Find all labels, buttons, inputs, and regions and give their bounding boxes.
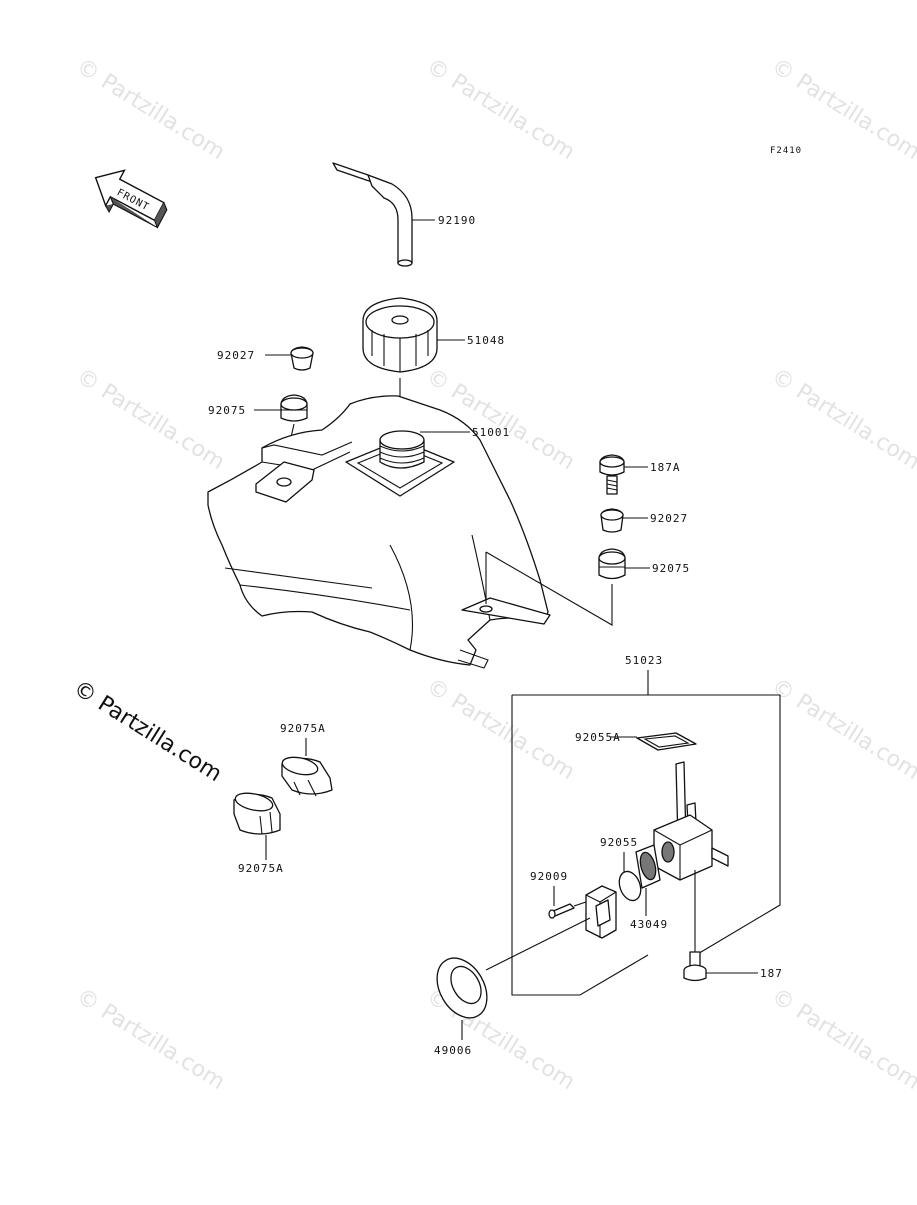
label-92075A-bottom: 92075A (238, 862, 284, 875)
breather-hose: 92190 (332, 162, 476, 267)
fuel-cap: 51048 (362, 297, 505, 432)
watermark: © Partzilla.com (767, 674, 917, 785)
watermark: © Partzilla.com (422, 54, 579, 165)
label-92027-right: 92027 (650, 512, 688, 525)
watermark-dark: © Partzilla.com (69, 676, 226, 787)
label-49006: 49006 (434, 1044, 472, 1057)
damper-92075A-bottom: 92075A (233, 792, 284, 875)
watermark: © Partzilla.com (72, 364, 229, 475)
label-92075-left: 92075 (208, 404, 246, 417)
label-92055: 92055 (600, 836, 638, 849)
label-92075-right: 92075 (652, 562, 690, 575)
label-92009: 92009 (530, 870, 568, 883)
label-92190: 92190 (438, 214, 476, 227)
o-ring-92055: 92055 (600, 836, 642, 902)
figure-code: F2410 (770, 146, 802, 156)
gasket-92055A: 92055A (575, 731, 697, 751)
filter-43049: 43049 (630, 844, 668, 931)
label-51023: 51023 (625, 654, 663, 667)
bolt-187A: 187A (599, 454, 681, 495)
fuel-cock-valve (653, 761, 729, 881)
collar-left: 92027 (217, 346, 314, 371)
bolt-187: 187 (683, 870, 783, 982)
fuel-tank: 51001 (207, 395, 551, 669)
label-92027-left: 92027 (217, 349, 255, 362)
lever-92009: 92009 (530, 870, 617, 939)
collar-right: 92027 (600, 508, 688, 533)
label-92055A: 92055A (575, 731, 621, 744)
watermark: © Partzilla.com (422, 674, 579, 785)
label-51048: 51048 (467, 334, 505, 347)
front-arrow-icon: FRONT (94, 169, 168, 229)
label-51001: 51001 (472, 426, 510, 439)
grommet-49006: 49006 (434, 917, 591, 1057)
damper-right: 92075 (485, 548, 690, 626)
label-187A: 187A (650, 461, 681, 474)
watermark: © Partzilla.com (767, 364, 917, 475)
watermark: © Partzilla.com (767, 984, 917, 1095)
label-92075A-top: 92075A (280, 722, 326, 735)
fuel-cock-assembly-bracket: 51023 (511, 654, 781, 996)
watermark: © Partzilla.com (72, 984, 229, 1095)
label-187: 187 (760, 967, 783, 980)
label-43049: 43049 (630, 918, 668, 931)
damper-92075A-top: 92075A (280, 722, 333, 797)
damper-left: 92075 (208, 394, 308, 479)
watermark: © Partzilla.com (72, 54, 229, 165)
